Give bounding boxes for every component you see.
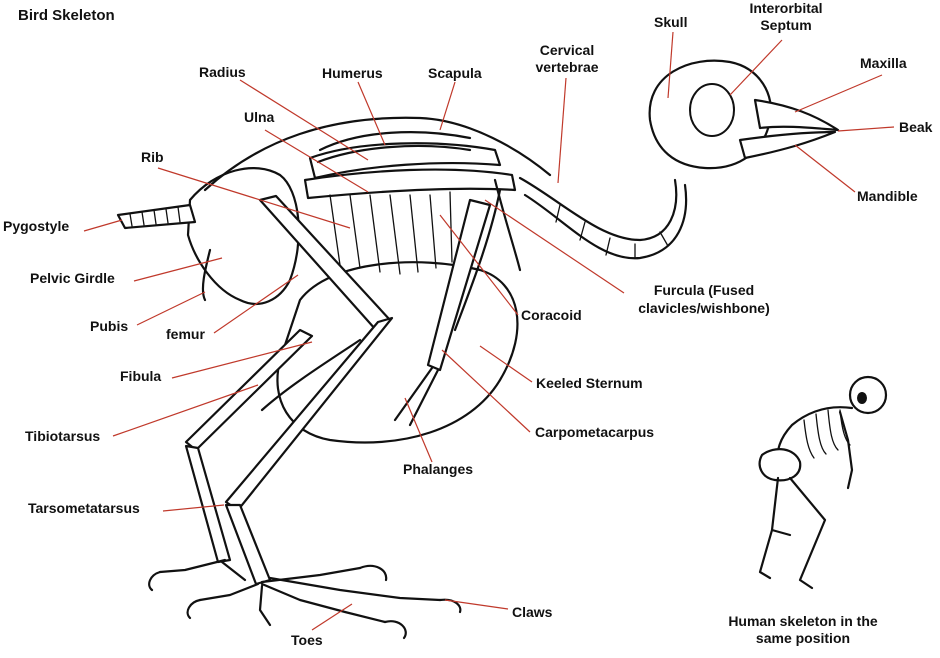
leader-beak (837, 126, 895, 132)
leader-interorbital (729, 39, 783, 96)
tail-vertebrae (129, 206, 181, 227)
leader-femur (213, 274, 299, 334)
label-pubis: Pubis (90, 318, 128, 334)
leader-keeled-sternum (479, 345, 533, 383)
label-claws: Claws (512, 604, 553, 620)
fibula-shape (260, 338, 362, 412)
label-toes: Toes (291, 632, 323, 648)
leader-scapula (439, 81, 456, 131)
leader-phalanges (404, 397, 433, 463)
human-leg-left (758, 476, 792, 580)
leader-coracoid (439, 214, 519, 316)
leader-tarsometatarsus (162, 504, 225, 512)
leader-claws (444, 599, 509, 610)
label-tarsometatarsus: Tarsometatarsus (28, 500, 140, 516)
label-interorbital-line2: Septum (760, 17, 811, 33)
human-skeleton-illustration (758, 375, 888, 590)
human-ribs (803, 409, 851, 459)
label-pygostyle: Pygostyle (3, 218, 69, 234)
leader-pygostyle (83, 219, 123, 232)
ribs-shape (329, 191, 453, 275)
label-beak: Beak (899, 119, 933, 135)
human-leg-right (788, 476, 827, 590)
diagram-title: Bird Skeleton (18, 7, 115, 24)
label-cervical-line2: vertebrae (535, 59, 598, 75)
pygostyle-shape (116, 203, 197, 230)
leader-maxilla (794, 74, 883, 113)
leader-cervical (557, 77, 567, 184)
label-maxilla: Maxilla (860, 55, 907, 71)
human-caption-line2: same position (756, 630, 850, 646)
label-humerus: Humerus (322, 65, 383, 81)
phalanges-shape (393, 366, 440, 427)
leader-mandible (794, 144, 856, 193)
human-eye (857, 392, 867, 404)
claws-shape (148, 564, 462, 640)
rear-leg-lower (184, 444, 232, 564)
toes-shape (158, 558, 387, 627)
human-caption-line1: Human skeleton in the (728, 613, 878, 629)
tarsometatarsus-shape (224, 503, 272, 586)
leader-toes (311, 603, 353, 631)
front-toe (268, 576, 442, 602)
label-tibiotarsus: Tibiotarsus (25, 428, 100, 444)
label-pelvic-girdle: Pelvic Girdle (30, 270, 115, 286)
label-skull: Skull (654, 14, 687, 30)
humerus-shape (303, 168, 517, 200)
label-mandible: Mandible (857, 188, 918, 204)
mandible-shape (738, 130, 837, 160)
neck-shape (518, 176, 678, 242)
label-keeled-sternum: Keeled Sternum (536, 375, 643, 391)
leader-humerus (357, 81, 386, 146)
leader-lines (83, 31, 895, 631)
eye-orbit (689, 83, 735, 137)
bird-skeleton-illustration (116, 59, 840, 640)
label-phalanges: Phalanges (403, 461, 473, 477)
label-ulna: Ulna (244, 109, 275, 125)
maxilla-shape (753, 98, 840, 132)
cervical-segments (555, 204, 669, 259)
leader-pelvic-girdle (133, 257, 223, 282)
label-radius: Radius (199, 64, 246, 80)
label-carpometacarpus: Carpometacarpus (535, 424, 654, 440)
pubis-shape (201, 248, 212, 302)
label-furcula-line1: Furcula (Fused (654, 282, 754, 298)
leader-tibiotarsus (112, 384, 259, 437)
carpometacarpus-shape (426, 198, 492, 372)
label-cervical-line1: Cervical (540, 42, 594, 58)
human-skull (848, 375, 888, 415)
label-scapula: Scapula (428, 65, 482, 81)
human-arm (838, 410, 854, 490)
human-pelvis (758, 448, 802, 482)
label-coracoid: Coracoid (521, 307, 582, 323)
label-fibula: Fibula (120, 368, 161, 384)
furcula-shape (493, 178, 522, 272)
label-interorbital-line1: Interorbital (749, 0, 822, 16)
radius-ulna-shape (316, 131, 472, 164)
leader-furcula (484, 199, 625, 294)
leader-pubis (136, 291, 206, 326)
leader-ulna (264, 129, 369, 193)
label-femur: femur (166, 326, 205, 342)
label-furcula-line2: clavicles/wishbone) (638, 300, 770, 316)
spine-shape (203, 116, 552, 192)
leader-fibula (171, 341, 313, 379)
leader-carpometacarpus (441, 349, 531, 433)
leader-skull (667, 31, 674, 99)
leader-rib (157, 167, 351, 229)
pelvis-shape (186, 167, 300, 305)
neck-shape-lower (523, 183, 688, 260)
label-rib: Rib (141, 149, 164, 165)
leader-radius (239, 79, 369, 161)
